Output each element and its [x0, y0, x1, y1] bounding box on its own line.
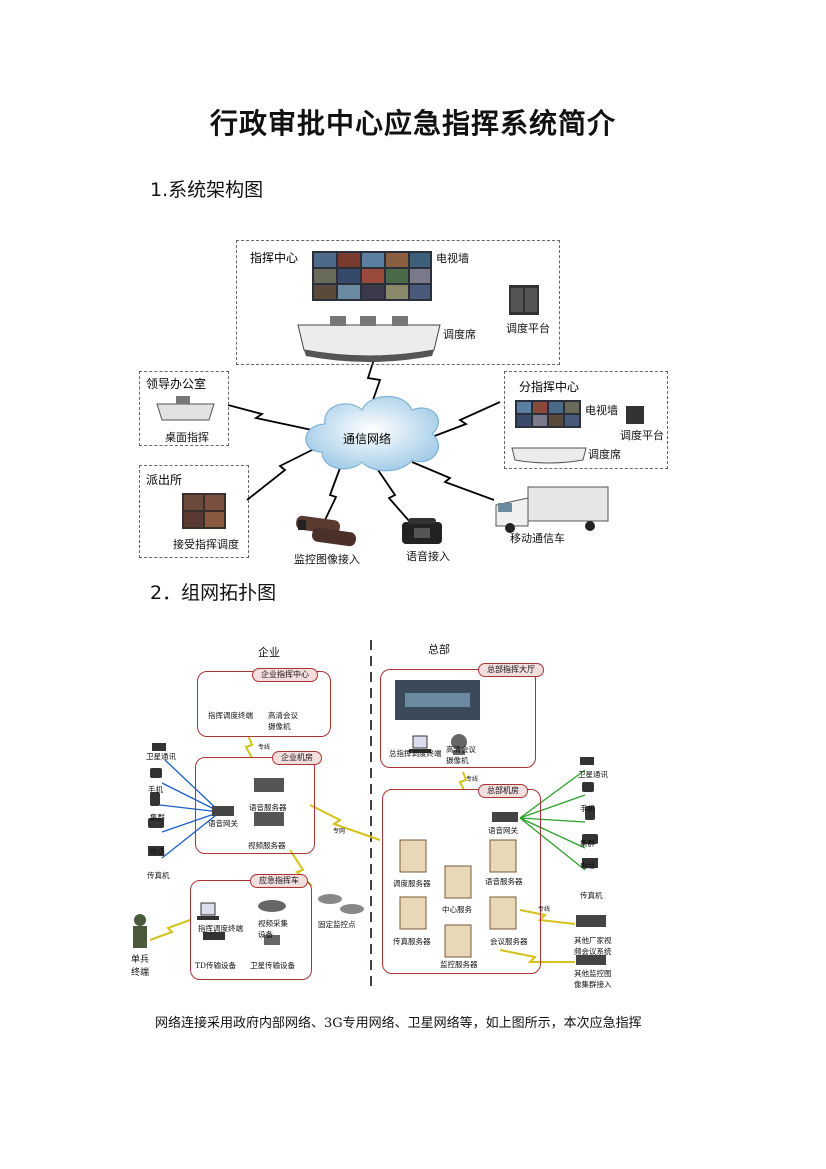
link-leader	[227, 404, 313, 431]
right-device-trunk: 集群	[580, 839, 595, 848]
voice-access-label: 语音接入	[406, 550, 450, 563]
vehicle-terminal-label: 指挥调度终端	[198, 924, 243, 933]
desktop-command-label: 桌面指挥	[165, 431, 209, 444]
police-station-box	[139, 465, 249, 558]
command-center-title: 指挥中心	[250, 251, 299, 265]
link-vehicle	[411, 461, 495, 501]
hq-voice-server-label: 语音服务器	[485, 877, 523, 886]
leader-office-box	[139, 371, 229, 446]
desk-icon	[156, 396, 215, 421]
tv-wall-label: 电视墙	[436, 252, 469, 265]
left-device-fax: 传真机	[147, 871, 170, 880]
soldier-terminal-label: 单兵 终端	[131, 955, 150, 978]
hq-room-tag: 总部机房	[478, 784, 528, 798]
branch-center-title: 分指挥中心	[519, 380, 580, 394]
platform-label: 调度平台	[506, 322, 550, 335]
video-server-label: 视频服务器	[248, 841, 286, 850]
body-paragraph: 网络连接采用政府内部网络、3G专用网络、卫星网络等，如上图所示，本次应急指挥	[155, 1016, 642, 1031]
monitor-server-label: 监控服务器	[440, 960, 478, 969]
td-device-label: TD传输设备	[195, 961, 237, 970]
link-label-4: 专线	[538, 906, 551, 913]
link-label-2: 专线	[466, 776, 479, 783]
command-terminal-label: 指挥调度终端	[208, 711, 253, 720]
link-branch	[423, 401, 501, 441]
branch-console-label: 调度席	[588, 448, 621, 461]
right-device-fax: 传真机	[580, 891, 603, 900]
enterprise-label: 企业	[258, 646, 280, 659]
console-label: 调度席	[443, 328, 476, 341]
video-screen-icon	[182, 493, 226, 529]
left-device-mobile: 手机	[148, 785, 163, 794]
conference-camera-label: 高清会议 摄像机	[268, 711, 298, 731]
enterprise-room-tag: 企业机房	[272, 751, 322, 765]
hq-server-icon	[399, 839, 517, 958]
dispatch-server-label: 调度服务器	[393, 879, 431, 888]
section-heading-2: 2．组网拓扑图	[150, 582, 277, 604]
phone-icon	[402, 518, 442, 544]
tv-wall-icon	[312, 251, 432, 301]
link-center	[366, 355, 382, 404]
hq-label: 总部	[428, 643, 450, 656]
branch-tv-wall-label: 电视墙	[585, 404, 618, 417]
enterprise-command-tag: 企业指挥中心	[252, 668, 318, 682]
other-video-system-label: 其他厂家视 频会议系统	[574, 936, 612, 956]
left-device-trunk: 集群	[150, 813, 165, 822]
video-capture-label: 视频采集 设备	[258, 919, 288, 939]
switch-icon	[212, 806, 518, 822]
branch-tv-wall-icon	[515, 400, 581, 428]
dispatch-receive-label: 接受指挥调度	[173, 538, 239, 551]
server-icon	[254, 778, 284, 826]
conference-server-label: 会议服务器	[490, 937, 528, 946]
console-desk-icon	[297, 316, 441, 362]
branch-console-icon	[511, 447, 587, 464]
center-service-label: 中心服务	[442, 905, 472, 914]
command-center-box	[236, 240, 560, 365]
satellite-device-label: 卫星传输设备	[250, 961, 295, 970]
left-device-satellite: 卫星通讯	[146, 752, 176, 761]
camera-access-label: 监控图像接入	[294, 553, 360, 566]
link-camera	[324, 467, 341, 521]
hq-voice-gateway-label: 语音网关	[488, 826, 518, 835]
voice-gateway-label: 语音网关	[208, 819, 238, 828]
fixed-camera-label: 固定监控点	[318, 920, 356, 929]
voice-server-label: 语音服务器	[249, 803, 287, 812]
hq-room-box	[382, 789, 541, 974]
server-rack-icon	[509, 285, 539, 315]
right-device-phone: 电话	[580, 861, 595, 870]
link-label-1: 专线	[258, 744, 271, 751]
branch-center-box	[504, 371, 668, 469]
section-heading-1: 1.系统架构图	[150, 179, 264, 201]
right-device-mobile: 手机	[580, 804, 595, 813]
hq-hall-tag: 总部指挥大厅	[478, 663, 544, 677]
camera-icon	[296, 515, 356, 547]
branch-rack-icon	[626, 406, 644, 424]
hall-screen-icon	[395, 680, 480, 720]
link-phone	[377, 469, 411, 523]
right-device-satellite: 卫星通讯	[578, 770, 608, 779]
vehicle-icon	[495, 486, 609, 533]
vehicle-label: 移动通信车	[510, 532, 565, 545]
link-label-3: 专网	[333, 828, 346, 835]
hq-hall-box	[380, 669, 536, 768]
other-camera-cluster-label: 其他监控图 像集群接入	[574, 969, 612, 989]
hq-terminal-label: 总指挥调度终端	[389, 749, 442, 758]
page-title: 行政审批中心应急指挥系统简介	[209, 107, 616, 140]
hq-camera-label: 高清会议 摄像机	[446, 745, 476, 765]
emergency-vehicle-tag: 应急指挥车	[250, 874, 308, 888]
branch-platform-label: 调度平台	[620, 429, 664, 442]
police-station-title: 派出所	[146, 473, 183, 487]
enterprise-command-box	[197, 671, 331, 737]
enterprise-room-box	[195, 757, 315, 854]
link-police	[246, 447, 317, 501]
fax-server-label: 传真服务器	[393, 937, 431, 946]
cloud-icon	[305, 396, 439, 472]
left-device-phone: 电话	[150, 847, 165, 856]
leader-office-title: 领导办公室	[146, 377, 207, 391]
cloud-label: 通信网络	[343, 432, 392, 446]
